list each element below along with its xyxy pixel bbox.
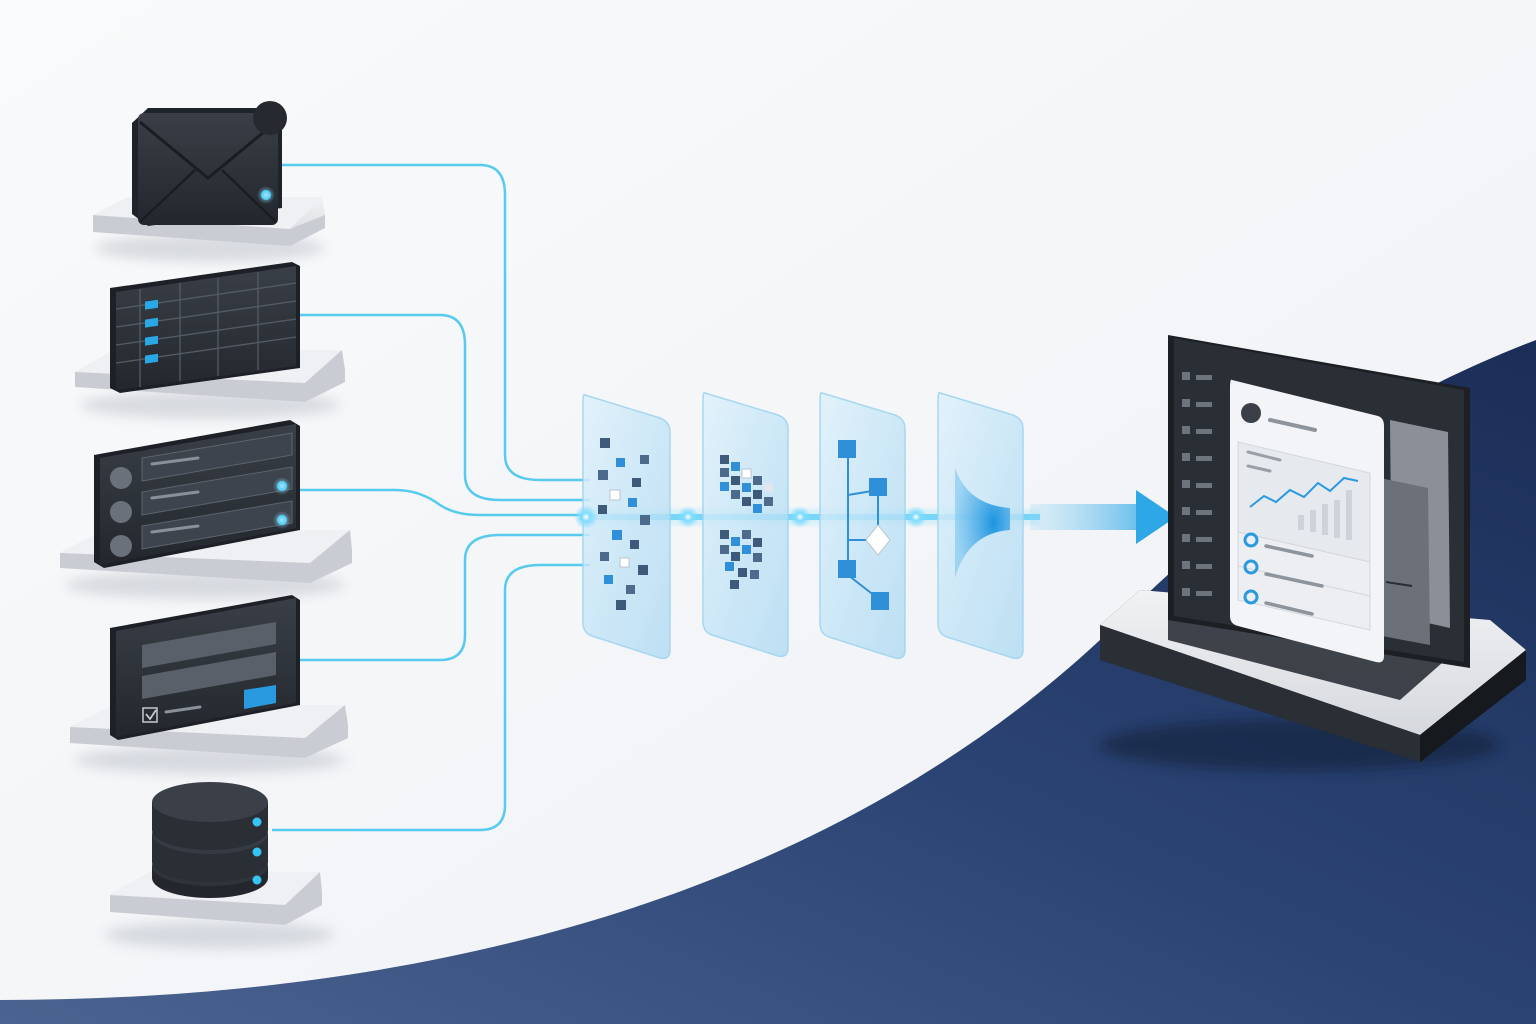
stage-workflow-logic [820,392,905,658]
beam-node [905,506,927,528]
stage-refined-output [938,392,1023,658]
dashboard-back-card [1380,478,1430,645]
beam-node [574,505,598,529]
beam-node [789,506,811,528]
stage-scattered-data [583,394,670,658]
stage-structured-data [703,392,788,656]
envelope-icon [132,101,287,226]
beam-node [677,506,699,528]
dashboard-icon [1168,335,1470,668]
database-icon [152,782,268,898]
avatar [1241,403,1261,423]
